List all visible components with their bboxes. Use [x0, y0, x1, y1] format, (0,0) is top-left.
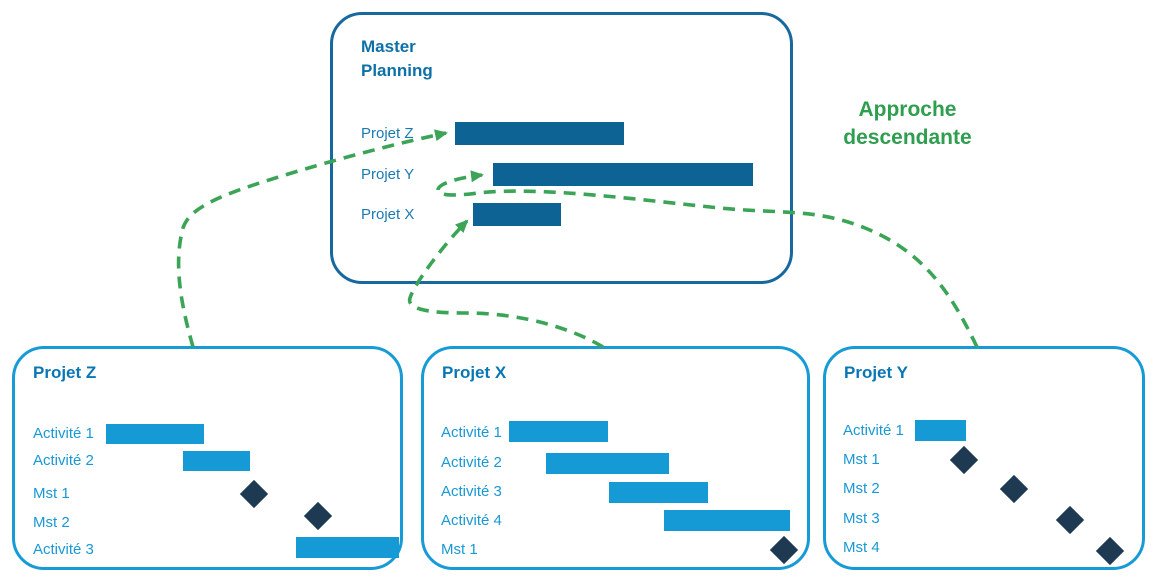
milestone-diamond	[999, 474, 1029, 504]
approach-annotation: Approche descendante	[843, 98, 972, 149]
project-y-rows: Activité 1 Mst 1 Mst 2 Mst 3 Mst 4	[826, 349, 1142, 567]
row-label-mst-1: Mst 1	[441, 541, 478, 558]
master-planning-title: Master Planning	[361, 37, 433, 80]
project-x-title: Projet X	[442, 363, 507, 382]
gantt-bar	[473, 203, 561, 226]
gantt-bar	[915, 420, 966, 441]
row-label-activité-1: Activité 1	[33, 425, 94, 442]
row-label-mst-3: Mst 3	[843, 510, 880, 527]
milestone-diamond	[949, 445, 979, 475]
gantt-bar	[546, 453, 669, 474]
master-rows: Projet Z Projet Y Projet X	[333, 15, 790, 281]
milestone-diamond	[1095, 536, 1125, 566]
row-label-activité-1: Activité 1	[441, 424, 502, 441]
project-y-title: Projet Y	[844, 363, 908, 382]
row-label-activité-3: Activité 3	[441, 483, 502, 500]
gantt-bar	[106, 424, 204, 444]
row-label-activité-2: Activité 2	[33, 452, 94, 469]
row-label-mst-2: Mst 2	[843, 480, 880, 497]
milestone-diamond	[303, 501, 333, 531]
row-label-projet-y: Projet Y	[361, 166, 415, 183]
master-planning-box: Master Planning Projet Z Projet Y Projet X	[330, 12, 793, 284]
row-label-activité-1: Activité 1	[843, 422, 904, 439]
row-label-activité-2: Activité 2	[441, 454, 502, 471]
gantt-bar	[183, 451, 250, 471]
milestone-diamond	[239, 479, 269, 509]
gantt-bar	[455, 122, 624, 145]
row-label-projet-z: Projet Z	[361, 125, 414, 142]
milestone-diamond	[1055, 505, 1085, 535]
row-label-projet-x: Projet X	[361, 206, 415, 223]
milestone-diamond	[769, 535, 799, 565]
row-label-mst-2: Mst 2	[33, 514, 70, 531]
row-label-mst-1: Mst 1	[33, 485, 70, 502]
project-z-rows: Activité 1 Activité 2 Mst 1 Mst 2 Activité 3	[15, 349, 400, 567]
row-label-activité-3: Activité 3	[33, 541, 94, 558]
gantt-bar	[493, 163, 753, 186]
gantt-bar	[509, 421, 608, 442]
gantt-bar	[609, 482, 708, 503]
row-label-mst-4: Mst 4	[843, 539, 880, 556]
project-z-title: Projet Z	[33, 363, 97, 382]
row-label-mst-1: Mst 1	[843, 451, 880, 468]
project-y-box: Projet Y Activité 1 Mst 1 Mst 2 Mst 3 Mst 4	[823, 346, 1145, 570]
gantt-bar	[296, 537, 399, 558]
row-label-activité-4: Activité 4	[441, 512, 502, 529]
gantt-bar	[664, 510, 790, 531]
project-x-rows: Activité 1 Activité 2 Activité 3 Activité 4…	[424, 349, 807, 567]
